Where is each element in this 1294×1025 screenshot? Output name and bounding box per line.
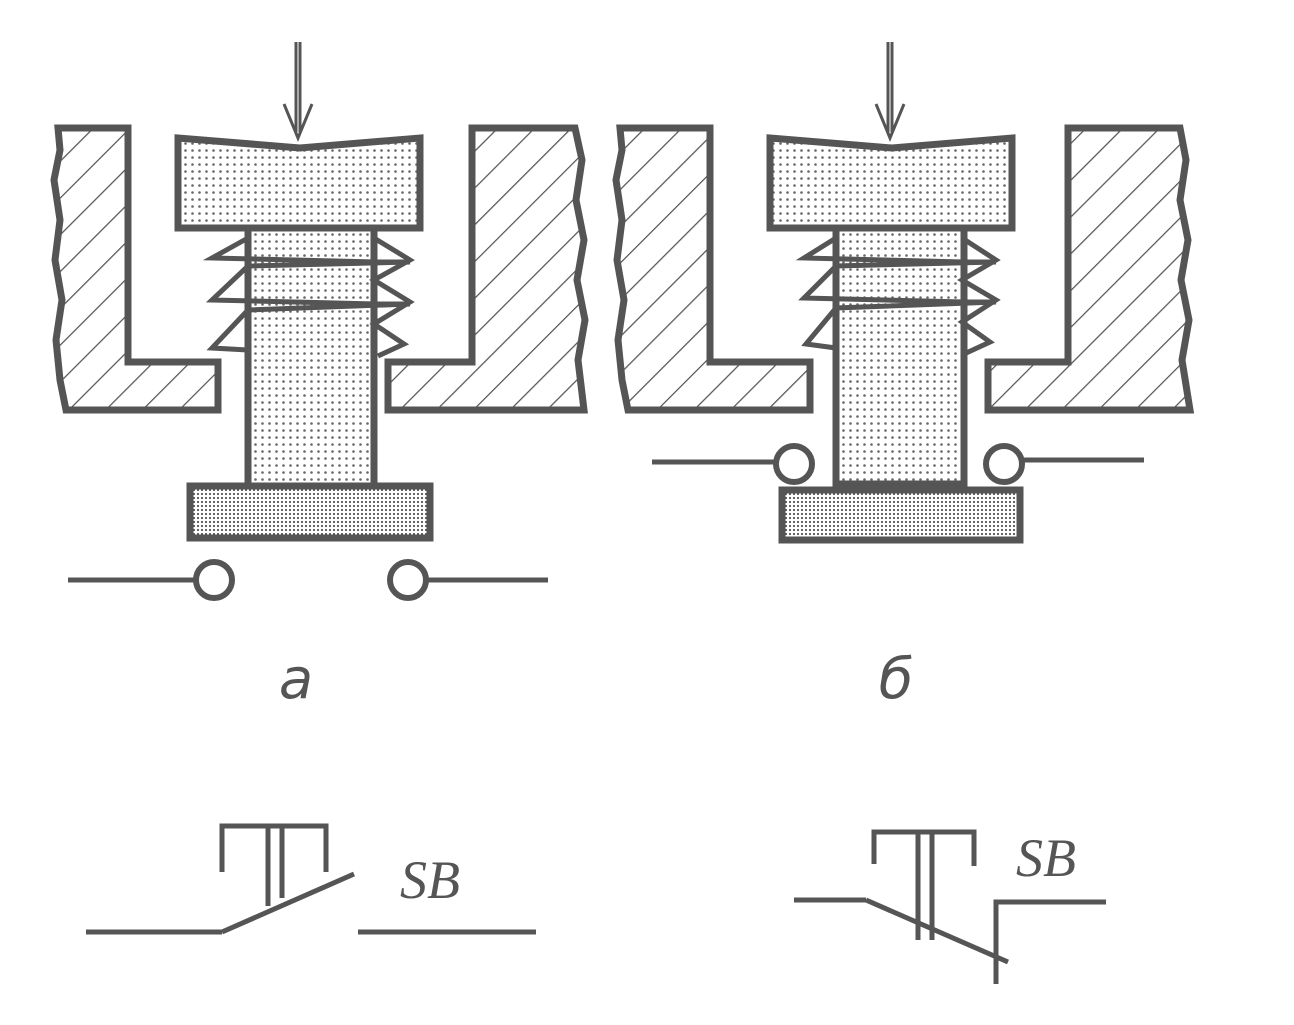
panel-b: б <box>612 42 1195 712</box>
fixed-contacts-open <box>68 559 548 601</box>
housing-left-b <box>612 124 814 414</box>
panel-a: а <box>50 42 589 712</box>
panel-a-caption: а <box>279 647 313 712</box>
button-cap <box>174 134 424 232</box>
press-arrow <box>282 42 314 142</box>
fixed-contacts-closed <box>652 443 1144 485</box>
plunger-stem-b <box>832 224 968 488</box>
return-spring <box>202 235 415 359</box>
symbol-b-label: SB <box>1016 828 1076 888</box>
contact-bridge-b <box>778 486 1024 544</box>
housing-left <box>50 124 222 414</box>
press-arrow-b <box>874 42 906 142</box>
contact-bridge <box>186 482 434 542</box>
return-spring-b <box>795 235 1001 357</box>
panel-b-caption: б <box>879 647 914 712</box>
symbol-a-label: SB <box>400 850 460 910</box>
symbol-normally-closed: SB <box>794 828 1106 984</box>
housing-right <box>384 124 589 414</box>
housing-right-b <box>984 124 1195 414</box>
button-cap-b <box>766 134 1016 232</box>
symbol-normally-open: SB <box>86 823 536 935</box>
